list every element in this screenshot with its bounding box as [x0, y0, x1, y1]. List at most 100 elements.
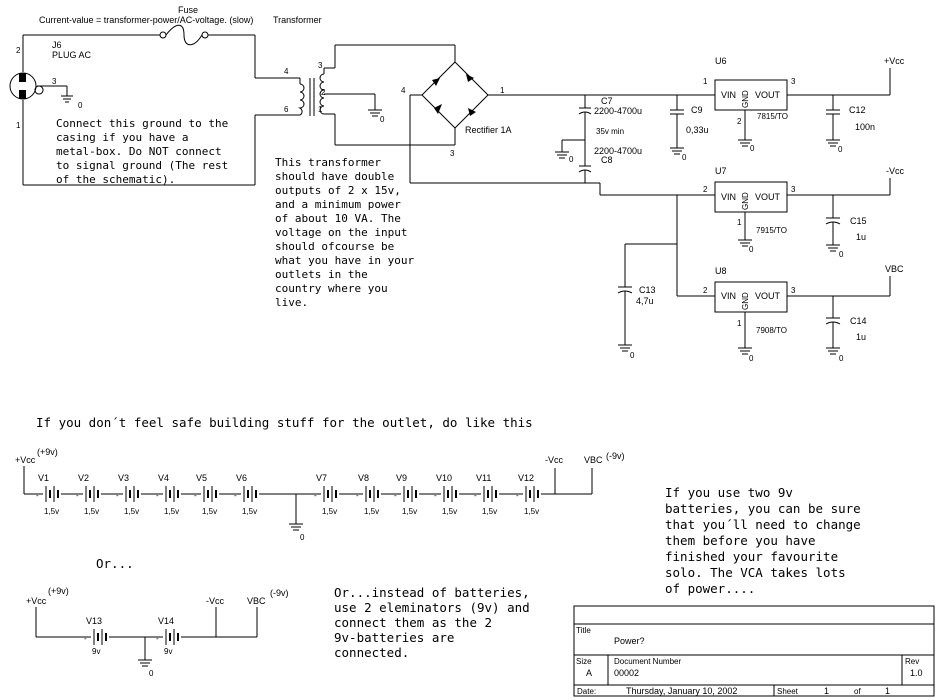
c12-value: 100n [855, 122, 875, 132]
fuse-label: Fuse [178, 5, 198, 15]
battery-value: 1,5v [442, 507, 457, 516]
battery-value: 9v [92, 647, 100, 656]
b9-ground-0: 0 [149, 669, 154, 678]
c78-ground-0: 0 [569, 155, 574, 164]
svg-text:use 2 eleminators (9v) and: use 2 eleminators (9v) and [334, 600, 530, 615]
battery-minus-mark: - [194, 491, 197, 500]
svg-text:Or...instead of batteries,: Or...instead of batteries, [334, 585, 530, 600]
battery-string-top: V11,5v-V21,5v-V31,5v-V41,5v-V51,5v-V61,5… [36, 473, 541, 516]
tb-size: A [586, 668, 592, 678]
trafo-pin3: 3 [318, 61, 323, 70]
battery-minus-mark: - [234, 491, 237, 500]
u6-gnd: GND [741, 90, 750, 108]
or-note: Or... [96, 556, 134, 571]
bat-ground-0: 0 [300, 533, 305, 542]
battery-value: 1,5v [202, 507, 217, 516]
u8-ref: U8 [715, 266, 727, 276]
battery-value: 1,5v [524, 507, 539, 516]
battery-minus-mark: - [116, 491, 119, 500]
u7-p1: 2 [703, 185, 708, 194]
u7-ref: U7 [715, 166, 727, 176]
battery-ref: V6 [236, 473, 247, 483]
trafo-pin6: 6 [284, 105, 289, 114]
c13-ref: C13 [639, 285, 656, 295]
battery-ref: V12 [518, 473, 534, 483]
u6-ref: U6 [715, 56, 727, 66]
plug-pin1: 1 [16, 121, 21, 130]
cap-c7-c8 [555, 95, 592, 183]
u8-vin: VIN [721, 291, 736, 301]
c12-ground-0: 0 [838, 145, 843, 154]
u6-p1: 1 [703, 77, 708, 86]
battery-ref: V4 [158, 473, 169, 483]
svg-text:This transformer: This transformer [275, 156, 381, 169]
battery-value: 1,5v [124, 507, 139, 516]
battery-minus-mark: - [516, 491, 519, 500]
u7-gnd: GND [741, 192, 750, 210]
c15-ref: C15 [850, 216, 867, 226]
battery-ref: V1 [38, 473, 49, 483]
battery-cell: V91,5v- [394, 473, 419, 516]
svg-text:country where you: country where you [275, 282, 388, 295]
tb-docnum-label: Document Number [614, 657, 681, 666]
battery-value: 9v [164, 647, 172, 656]
battery-minus-mark: - [84, 634, 87, 643]
c9-value: 0,33u [686, 125, 709, 135]
svg-text:Connect this ground to the: Connect this ground to the [56, 117, 228, 130]
svg-text:of power....: of power.... [665, 581, 755, 596]
svg-text:If you use two 9v: If you use two 9v [665, 485, 793, 500]
u6-p3: 3 [791, 77, 796, 86]
battery-ref: V5 [196, 473, 207, 483]
u7-vin: VIN [721, 192, 736, 202]
svg-text:connected.: connected. [334, 645, 409, 660]
regulator-u6 [714, 79, 788, 111]
cap-voltage: 35v min [596, 127, 624, 136]
svg-text:that you´ll need to change: that you´ll need to change [665, 517, 861, 532]
svg-text:should ofcourse be: should ofcourse be [275, 240, 394, 253]
battery-cell: V21,5v- [76, 473, 101, 516]
regulator-u8 [714, 281, 788, 313]
svg-text:and a minimum power: and a minimum power [275, 198, 401, 211]
tb-of-label: of [854, 687, 861, 696]
u7-rail-nvcc: -Vcc [886, 166, 905, 176]
battery-ref: V9 [396, 473, 407, 483]
tb-sheet: 1 [824, 686, 829, 696]
bat-rail-pvcc: +Vcc [15, 455, 36, 465]
svg-text:finished your favourite: finished your favourite [665, 549, 838, 564]
svg-text:metal-box. Do NOT connect: metal-box. Do NOT connect [56, 145, 222, 158]
battery-value: 1,5v [242, 507, 257, 516]
tb-title-label: Title [576, 626, 591, 635]
svg-text:of the schematic).: of the schematic). [56, 173, 175, 186]
u6-p2: 2 [737, 117, 742, 126]
b9-rail-p9: (+9v) [48, 586, 69, 596]
u7-vout: VOUT [755, 192, 781, 202]
battery-ref: V13 [86, 616, 102, 626]
c12-ref: C12 [849, 105, 866, 115]
eliminator-note: Or...instead of batteries, use 2 elemina… [334, 585, 530, 660]
battery-cell: V41,5v- [156, 473, 181, 516]
tb-sheet-label: Sheet [777, 687, 799, 696]
u7-p2: 1 [737, 218, 742, 227]
battery-ref: V2 [78, 473, 89, 483]
c14-ground-0: 0 [839, 354, 844, 363]
svg-text:what you have in your: what you have in your [275, 254, 414, 267]
tb-docnum: 00002 [614, 668, 639, 678]
plug-j6 [9, 35, 73, 185]
battery-cell: V5 1,5v- [194, 473, 219, 516]
battery-cell: V11,5v- [36, 473, 61, 516]
tb-rev-label: Rev [905, 657, 919, 666]
tb-date: Thursday, January 10, 2002 [626, 686, 737, 696]
svg-text:outlets in the: outlets in the [275, 268, 368, 281]
plug-name: PLUG AC [52, 50, 92, 60]
ground-note: Connect this ground to the casing if you… [56, 117, 228, 186]
rectifier-bridge [410, 61, 585, 129]
battery-ref: V14 [158, 616, 174, 626]
battery-minus-mark: - [434, 491, 437, 500]
battery-minus-mark: - [156, 491, 159, 500]
rect-pin1: 1 [500, 86, 505, 95]
battery-ref: V3 [118, 473, 129, 483]
